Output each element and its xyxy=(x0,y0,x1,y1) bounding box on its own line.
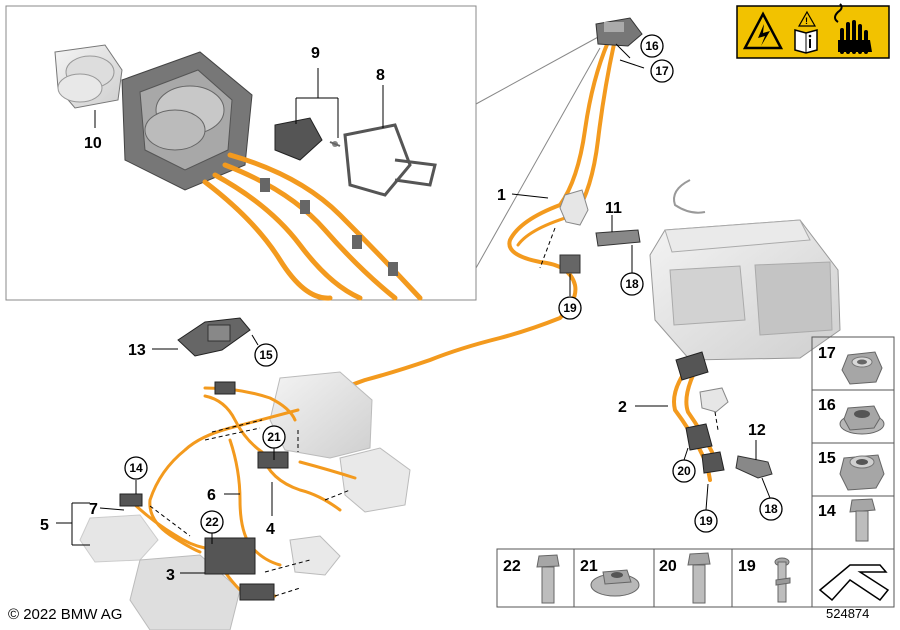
diagram-number: 524874 xyxy=(826,606,870,621)
fastener-16-hex-nut: 16 xyxy=(818,397,885,435)
callout-13: 13 xyxy=(128,342,146,359)
bracket-part-8 xyxy=(343,123,437,197)
callout-7: 7 xyxy=(89,501,98,518)
svg-text:14: 14 xyxy=(129,461,143,475)
copyright-text: © 2022 BMW AG xyxy=(8,606,123,623)
inset-cable-clips xyxy=(260,178,398,276)
svg-text:18: 18 xyxy=(764,502,778,516)
fastener-14-bolt: 14 xyxy=(818,498,876,542)
cable-holder-part-11 xyxy=(595,229,641,247)
svg-text:17: 17 xyxy=(818,345,836,362)
fastener-22-bolt: 22 xyxy=(503,554,560,604)
electric-motor-unit xyxy=(649,179,841,361)
fastener-15-hex-nut: 15 xyxy=(818,450,885,491)
svg-text:17: 17 xyxy=(655,64,669,78)
cable-holder-part-12 xyxy=(735,455,773,479)
circled-callout-19-lower: 19 xyxy=(694,509,718,533)
svg-text:22: 22 xyxy=(205,515,219,529)
svg-text:18: 18 xyxy=(625,277,639,291)
svg-text:20: 20 xyxy=(677,464,691,478)
callout-6: 6 xyxy=(207,487,216,504)
fastener-19-stud: 19 xyxy=(738,557,791,603)
callout-8: 8 xyxy=(376,67,385,84)
cable-clip-main xyxy=(559,254,581,274)
dashed-assembly-lines xyxy=(149,227,719,597)
charging-socket-cap xyxy=(54,44,123,109)
grommet-part-2 xyxy=(699,387,729,413)
warning-label: ! xyxy=(736,3,890,59)
circled-callout-14: 14 xyxy=(124,456,148,480)
circled-callout-15: 15 xyxy=(254,343,278,367)
callout-9: 9 xyxy=(311,45,320,62)
callout-5: 5 xyxy=(40,517,49,534)
fastener-17-flange-nut: 17 xyxy=(818,345,883,385)
circled-callout-21: 21 xyxy=(262,425,286,449)
fastener-20-bolt: 20 xyxy=(659,552,711,604)
svg-text:14: 14 xyxy=(818,503,836,520)
svg-text:!: ! xyxy=(805,16,808,26)
svg-text:16: 16 xyxy=(818,397,836,414)
svg-text:19: 19 xyxy=(563,301,577,315)
svg-text:15: 15 xyxy=(259,348,273,362)
main-hv-cable xyxy=(296,40,616,412)
svg-text:15: 15 xyxy=(818,450,836,467)
cable-holder-part-9 xyxy=(274,117,341,161)
svg-text:19: 19 xyxy=(699,514,713,528)
charging-socket-flange xyxy=(121,51,253,191)
bracket-part-13 xyxy=(177,317,251,357)
connector-part-2-bottom xyxy=(685,423,725,474)
callout-12: 12 xyxy=(748,422,766,439)
circled-callout-18-upper: 18 xyxy=(620,272,644,296)
read-manual-icon: ! xyxy=(794,10,818,54)
svg-text:21: 21 xyxy=(580,558,598,575)
lower-connectors xyxy=(119,381,289,601)
inset-detail-view: 10 9 8 xyxy=(5,5,601,301)
charging-socket-connector xyxy=(595,17,643,47)
direction-arrow-icon xyxy=(818,564,890,602)
svg-text:22: 22 xyxy=(503,558,521,575)
svg-text:19: 19 xyxy=(738,558,756,575)
svg-text:16: 16 xyxy=(645,39,659,53)
fastener-panel xyxy=(496,336,895,608)
cable-grommet xyxy=(559,189,589,226)
connector-part-2-top xyxy=(675,351,709,381)
circled-callout-22: 22 xyxy=(200,510,224,534)
callout-10: 10 xyxy=(84,135,102,152)
no-touch-hand-icon xyxy=(834,3,872,54)
callout-11: 11 xyxy=(605,200,622,217)
circled-callout-17: 17 xyxy=(650,59,674,83)
callout-1: 1 xyxy=(497,187,506,204)
fastener-21-flange-nut: 21 xyxy=(580,558,640,597)
svg-text:20: 20 xyxy=(659,558,677,575)
callout-2: 2 xyxy=(618,399,627,416)
circled-callout-18-lower: 18 xyxy=(759,497,783,521)
callout-3: 3 xyxy=(166,567,175,584)
callout-4: 4 xyxy=(266,521,275,538)
circled-callout-19-upper: 19 xyxy=(558,296,582,320)
circled-callout-20: 20 xyxy=(672,459,696,483)
high-voltage-warning-icon xyxy=(742,11,784,50)
svg-text:21: 21 xyxy=(267,430,281,444)
circled-callout-16: 16 xyxy=(640,34,664,58)
